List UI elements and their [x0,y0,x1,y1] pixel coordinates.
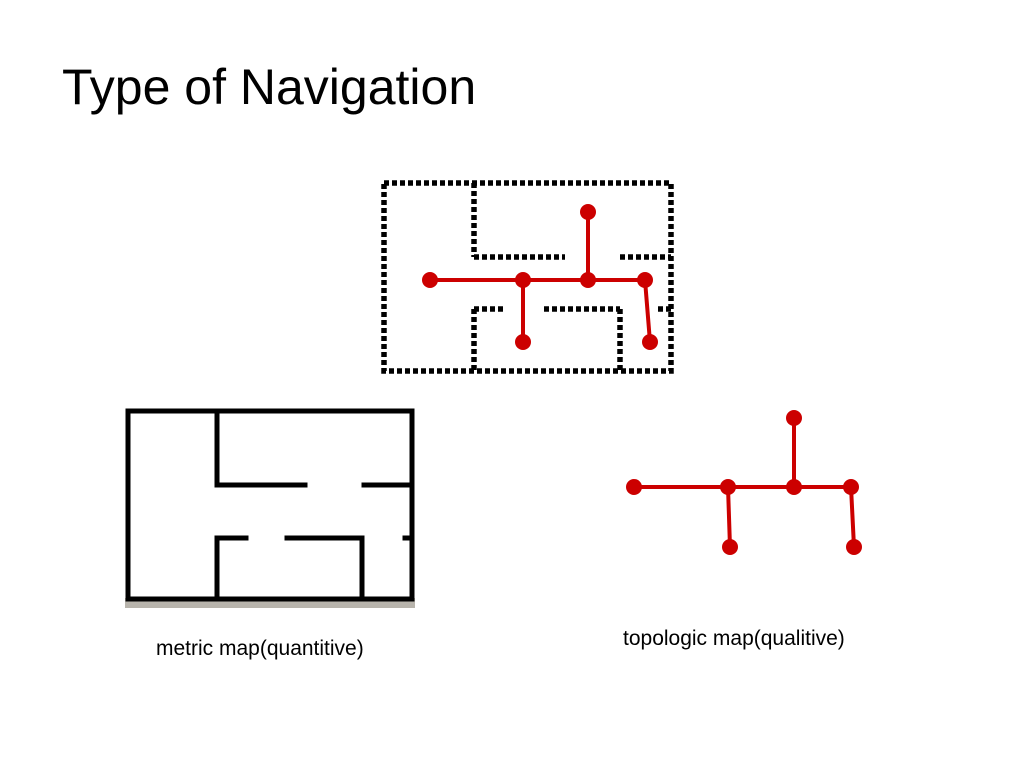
dotted-walls [381,180,674,374]
graph-edge [849,485,856,549]
topologic-graph [632,416,856,549]
solid-walls [125,408,415,602]
graph-node [786,410,802,426]
outer-wall [125,408,415,602]
combined-map-figure [381,180,674,374]
graph-node [515,272,531,288]
floor-shadow [125,598,415,608]
topologic-map-figure [626,410,862,555]
graph-node [786,479,802,495]
graph-node [720,479,736,495]
graph-node [626,479,642,495]
graph-node [422,272,438,288]
metric-map-caption: metric map(quantitive) [156,637,364,660]
graph-node [722,539,738,555]
graph-node [843,479,859,495]
graph-node [642,334,658,350]
outer-wall [381,180,674,374]
slide-title: Type of Navigation [62,59,477,115]
topologic-graph-nodes [626,410,862,555]
graph-node [515,334,531,350]
graph-edge [643,278,652,344]
overlay-graph-nodes [422,204,658,350]
metric-map-figure [125,408,415,608]
graph-node [580,272,596,288]
graph-node [637,272,653,288]
overlay-graph [428,210,652,344]
graph-node [580,204,596,220]
graph-node [846,539,862,555]
topologic-map-caption: topologic map(qualitive) [623,627,845,650]
graph-edge [726,485,732,549]
